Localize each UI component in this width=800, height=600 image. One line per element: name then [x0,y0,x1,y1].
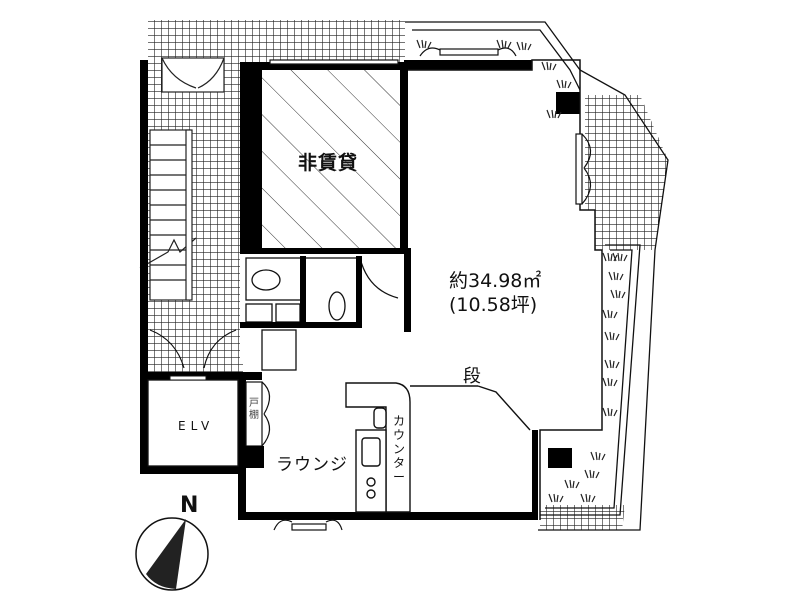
closet-label: 戸棚 [249,398,259,421]
compass-north-icon [135,517,209,591]
entrance-door [161,57,225,93]
kitchen-counter [345,382,531,513]
balcony-outline [405,21,669,531]
step-label: 段 [463,366,481,387]
bottom-window [273,519,343,531]
closet [244,381,271,468]
lounge-label: ラウンジ [276,455,348,475]
main-room-outline [408,59,603,520]
stair-door [149,329,237,369]
non-rental-label: 非賃貸 [298,152,359,174]
elevator-label: ELV [178,419,215,433]
top-window [269,47,517,65]
area-tsubo-label: (10.58坪) [449,294,538,316]
compass-label: N [180,493,199,518]
counter-label: カウンター [392,414,405,484]
restroom-block [240,256,399,371]
non-rental-area [262,70,404,248]
staircase [139,129,197,301]
area-sqm-label: 約34.98㎡ [449,270,542,292]
side-door [575,133,592,205]
elevator-shaft [147,375,239,467]
